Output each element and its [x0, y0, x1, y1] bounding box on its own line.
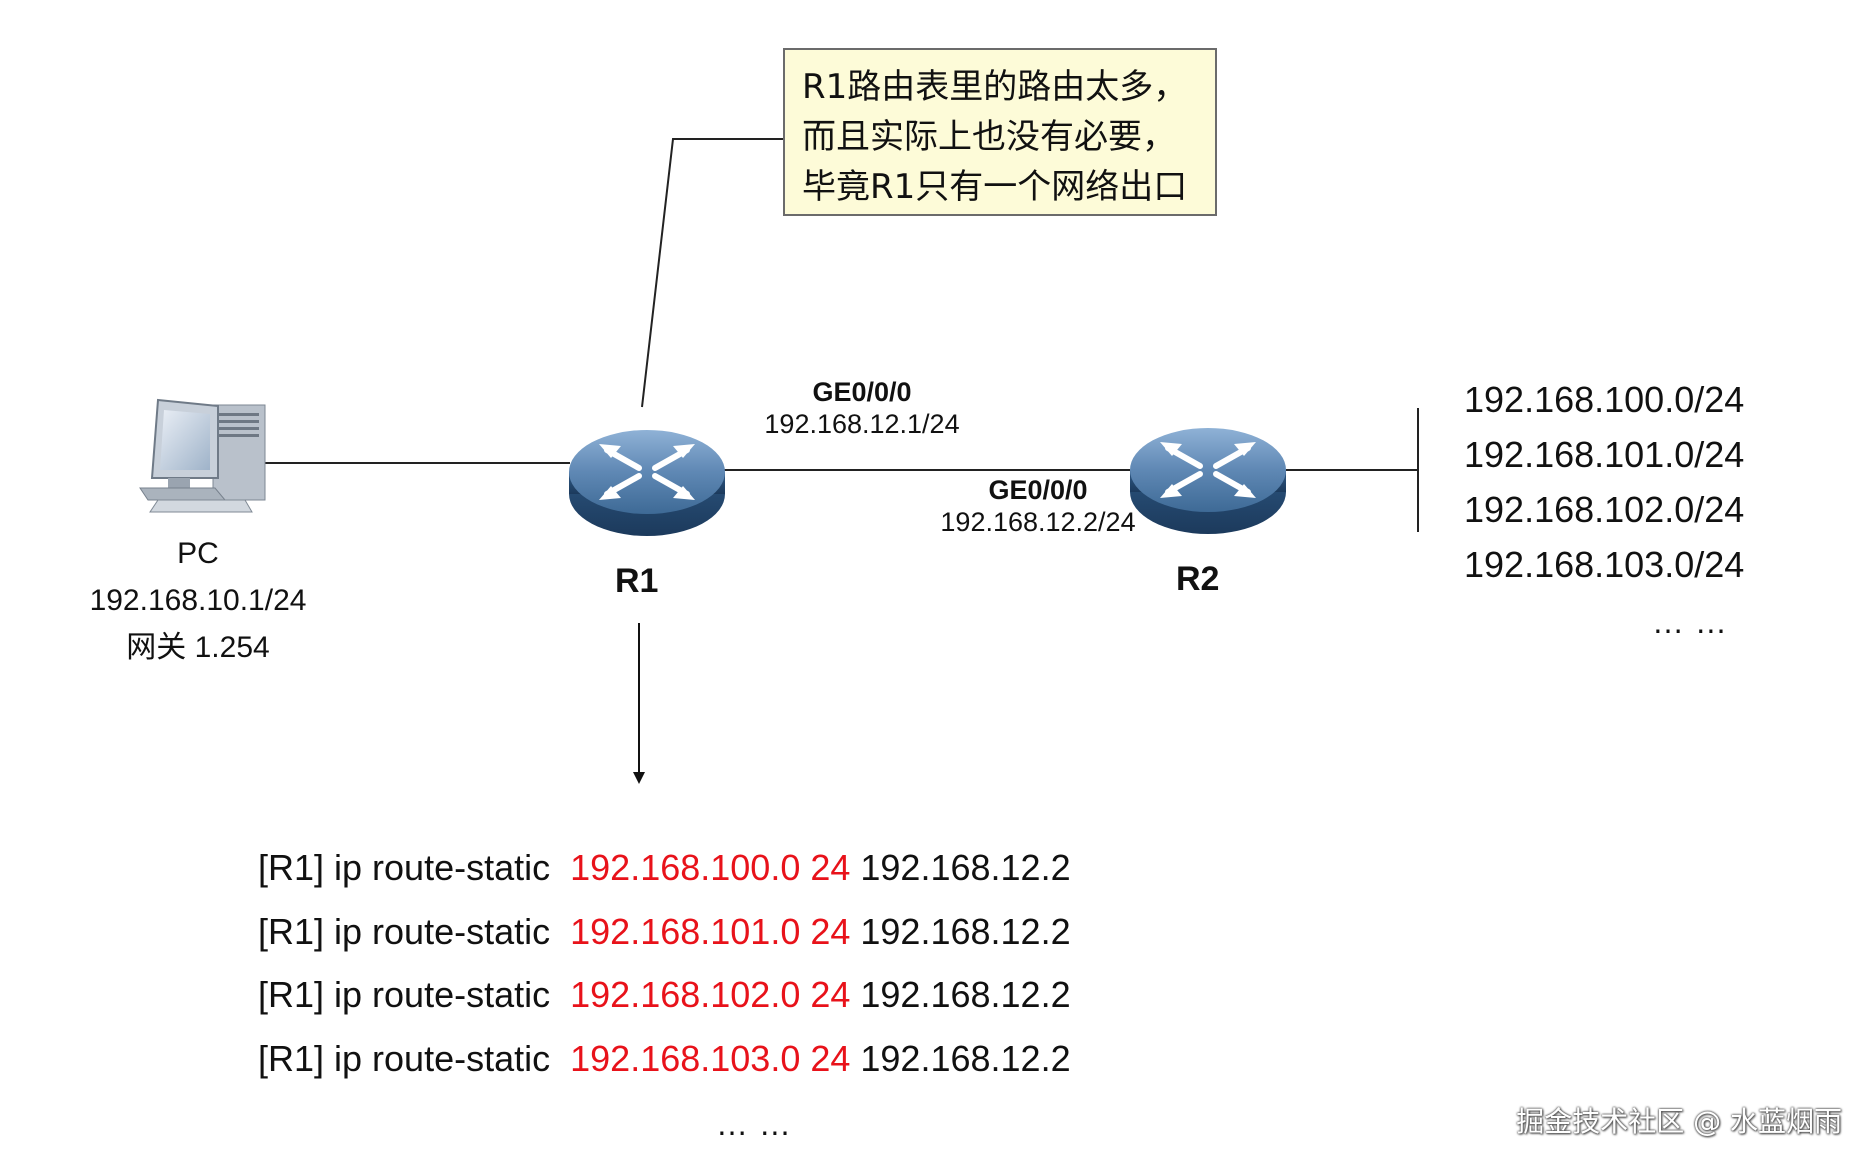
pc-info: PC 192.168.10.1/24 网关 1.254	[66, 530, 330, 671]
command-prefix: [R1] ip route-static	[258, 974, 571, 1015]
command-nexthop: 192.168.12.2	[850, 974, 1071, 1015]
command-prefix: [R1] ip route-static	[258, 847, 571, 888]
network-item: 192.168.102.0/24	[1464, 489, 1745, 530]
callout-note: R1路由表里的路由太多， 而且实际上也没有必要， 毕竟R1只有一个网络出口	[783, 48, 1217, 216]
r1-interface-name: GE0/0/0	[812, 377, 912, 407]
command-destination: 192.168.100.0 24	[570, 847, 851, 888]
router-icon	[1130, 428, 1286, 534]
r1-interface-label: GE0/0/0 192.168.12.1/24	[752, 376, 972, 440]
command-destination: 192.168.103.0 24	[570, 1037, 851, 1079]
network-item: 192.168.101.0/24	[1464, 434, 1745, 475]
r2-interface-name: GE0/0/0	[988, 475, 1088, 505]
pc-ip: 192.168.10.1/24	[89, 584, 307, 617]
callout-leader-line	[641, 138, 783, 408]
callout-line: 而且实际上也没有必要，	[802, 117, 1176, 157]
watermark: 掘金技术社区 @ 水蓝烟雨	[1516, 1105, 1842, 1138]
command-row: [R1] ip route-static 192.168.103.0 24 19…	[258, 1027, 1071, 1091]
router-icon	[569, 430, 725, 536]
command-prefix: [R1] ip route-static	[258, 1037, 571, 1079]
callout-line: 毕竟R1只有一个网络出口	[802, 167, 1188, 207]
router-r1-label: R1	[615, 562, 659, 600]
command-nexthop: 192.168.12.2	[850, 847, 1071, 888]
arrow-head-icon	[633, 772, 645, 784]
static-route-commands: [R1] ip route-static 192.168.100.0 24 19…	[258, 836, 1071, 1090]
command-row: [R1] ip route-static 192.168.102.0 24 19…	[258, 963, 1071, 1027]
r1-interface-ip: 192.168.12.1/24	[764, 409, 960, 439]
r2-interface-ip: 192.168.12.2/24	[940, 507, 1136, 537]
command-nexthop: 192.168.12.2	[850, 1037, 1071, 1079]
networks-more: … …	[1652, 604, 1728, 640]
commands-more: … …	[716, 1106, 792, 1142]
remote-networks: 192.168.100.0/24 192.168.101.0/24 192.16…	[1464, 372, 1744, 592]
pc-gateway: 网关 1.254	[126, 631, 270, 664]
network-item: 192.168.100.0/24	[1464, 379, 1745, 420]
command-destination: 192.168.101.0 24	[570, 910, 851, 952]
network-item: 192.168.103.0/24	[1464, 544, 1745, 585]
command-row: [R1] ip route-static 192.168.101.0 24 19…	[258, 900, 1071, 964]
router-r2-label: R2	[1176, 560, 1220, 598]
pc-name: PC	[177, 537, 219, 570]
command-prefix: [R1] ip route-static	[258, 910, 571, 952]
command-destination: 192.168.102.0 24	[570, 974, 851, 1015]
r2-interface-label: GE0/0/0 192.168.12.2/24	[928, 474, 1148, 538]
callout-line: R1路由表里的路由太多，	[802, 67, 1188, 107]
desktop-computer-icon	[139, 398, 266, 513]
command-nexthop: 192.168.12.2	[850, 910, 1071, 952]
command-row: [R1] ip route-static 192.168.100.0 24 19…	[258, 836, 1071, 900]
